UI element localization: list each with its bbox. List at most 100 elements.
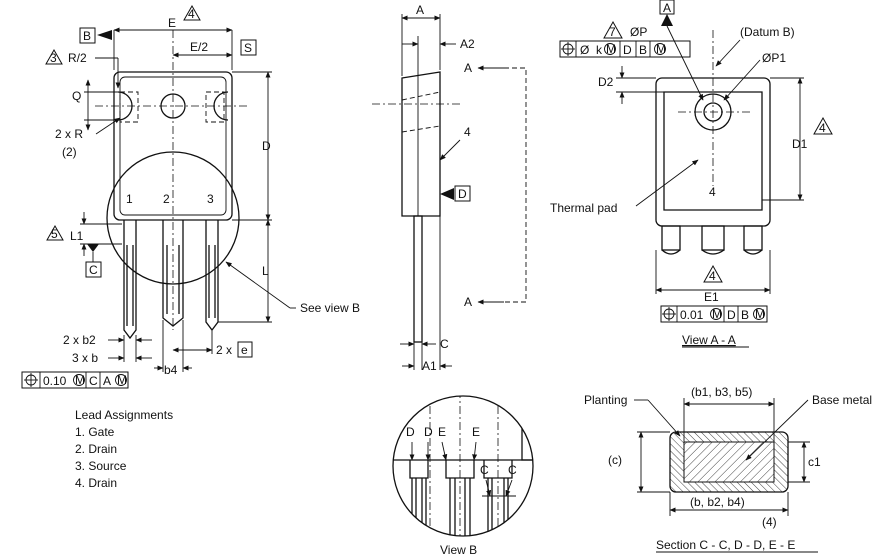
note-3-triangle: [45, 48, 63, 65]
lead-tolerance-frame: 0.10 M C A M: [21, 371, 129, 389]
lead-2: [162, 220, 184, 327]
tol-mmc-1: M: [606, 42, 616, 56]
side-note-4: 4: [464, 125, 471, 139]
datum-b-label: B: [83, 29, 91, 43]
datum-c-label: C: [89, 263, 98, 277]
dim-q-label: Q: [72, 89, 81, 103]
view-b-c2: C: [508, 463, 517, 477]
tol-phi: Ø: [580, 43, 589, 57]
left-notch-box: [119, 91, 139, 123]
note-4b-number: 4: [709, 269, 716, 283]
section-b-bottom: (b, b2, b4): [690, 495, 745, 509]
leads: [123, 220, 219, 340]
section-b-top: (b1, b3, b5): [691, 385, 752, 399]
dim-e2-label: E/2: [190, 40, 208, 54]
package-body: [113, 71, 233, 221]
dim-2xr-note: (2): [62, 145, 77, 159]
section-view: (b1, b3, b5) Planting Base metal (c) c1 …: [584, 385, 872, 553]
view-aa-title: View A - A: [682, 333, 736, 347]
dim-r2-label: R/2: [68, 51, 87, 65]
dim-l-label: L: [262, 264, 269, 278]
note-4b-triangle: [703, 264, 723, 283]
dim-op1-label: ØP1: [762, 51, 786, 65]
dim-op-label: ØP: [630, 25, 647, 39]
tol-datum-c: C: [89, 374, 98, 388]
note-4a-triangle: [813, 116, 833, 135]
pin-3-label: 3: [207, 192, 214, 206]
dim-e-box-label: e: [241, 343, 248, 357]
dim-a2-label: A2: [460, 37, 475, 51]
note-4-number: 4: [188, 7, 195, 21]
lead-assignment-3: 3. Source: [75, 459, 127, 473]
datum-d-label: D: [458, 187, 467, 201]
pad-mmc-1: M: [712, 307, 722, 321]
section-note-4: (4): [762, 515, 777, 529]
note-4a-number: 4: [819, 121, 826, 135]
lead-assignment-2: 2. Drain: [75, 442, 117, 456]
mmc-symbol-2: M: [117, 373, 127, 387]
note-3-number: 3: [50, 51, 57, 65]
datum-b-box: [79, 27, 96, 44]
view-b-title: View B: [440, 543, 477, 557]
tol-mmc-2: M: [656, 42, 666, 56]
dim-d2-label: D2: [598, 75, 614, 89]
dim-d-label: D: [262, 139, 271, 153]
pad-mmc-2: M: [755, 307, 765, 321]
lead-assignments-title: Lead Assignments: [75, 408, 173, 422]
datum-a-label: A: [663, 1, 671, 15]
view-b-e2: E: [472, 425, 480, 439]
lead-tolerance-value: 0.10: [43, 374, 67, 388]
dim-c-label: C: [440, 337, 449, 351]
dim-e1-label: E1: [704, 290, 719, 304]
view-b-d2: D: [424, 425, 433, 439]
note-5-number: 5: [51, 227, 58, 241]
front-view: 1 2 3 B E 4 E/2 S 3 R/2 Q 2 x R (2): [21, 4, 360, 389]
dim-a1-label: A1: [422, 359, 437, 373]
view-b-c1: C: [480, 463, 489, 477]
base-metal-label: Base metal: [812, 393, 872, 407]
planting-label: Planting: [584, 393, 627, 407]
section-a-bottom-label: A: [464, 295, 472, 309]
dim-2xr-label: 2 x R: [55, 127, 83, 141]
pin-1-label: 1: [126, 192, 133, 206]
note-5-triangle: [46, 224, 64, 241]
pin-2-label: 2: [163, 192, 170, 206]
package-body-inner: [119, 76, 227, 216]
pad-datum-b: B: [741, 308, 749, 322]
note-4-triangle: [183, 4, 201, 21]
pad-number-label: 4: [709, 185, 716, 199]
side-lead: [413, 215, 423, 343]
lead-3: [205, 220, 219, 332]
dim-c-paren: (c): [608, 453, 622, 467]
datum-c-box: [85, 261, 102, 278]
dim-b4-label: b4: [164, 363, 178, 377]
right-notch-box: [205, 91, 225, 123]
dim-2xe-label: 2 x: [216, 343, 232, 357]
pad-tolerance-value: 0.01: [680, 308, 704, 322]
lead-assignments: Lead Assignments 1. Gate 2. Drain 3. Sou…: [75, 408, 173, 490]
datum-s-label: S: [244, 41, 252, 55]
see-view-b-label: See view B: [300, 301, 360, 315]
datum-b-text: (Datum B): [740, 25, 795, 39]
tol-datum-a: A: [103, 374, 111, 388]
view-b-outline: [392, 395, 534, 537]
dim-d1-label: D1: [792, 137, 808, 151]
lead-assignment-1: 1. Gate: [75, 425, 115, 439]
tol-datum-d: D: [623, 43, 632, 57]
side-view: A A2 A A 4 D C A1: [372, 3, 527, 373]
view-b-circle: [106, 151, 240, 285]
lead-assignment-4: 4. Drain: [75, 476, 117, 490]
section-title: Section C - C, D - D, E - E: [656, 538, 795, 552]
datum-s-box: [240, 39, 257, 56]
dim-3xb-label: 3 x b: [72, 351, 98, 365]
view-b-d1: D: [406, 425, 415, 439]
view-a-a: Ø k M D B M 7 ØP A (Datum B): [550, 0, 833, 348]
tol-k: k: [596, 43, 603, 57]
base-metal: [683, 441, 775, 483]
thermal-pad-label: Thermal pad: [550, 201, 617, 215]
mmc-symbol-1: M: [75, 373, 85, 387]
dim-2xb2-label: 2 x b2: [63, 333, 96, 347]
hole-tolerance-frame: Ø k M D B M: [559, 40, 691, 58]
pad-datum-d: D: [727, 308, 736, 322]
